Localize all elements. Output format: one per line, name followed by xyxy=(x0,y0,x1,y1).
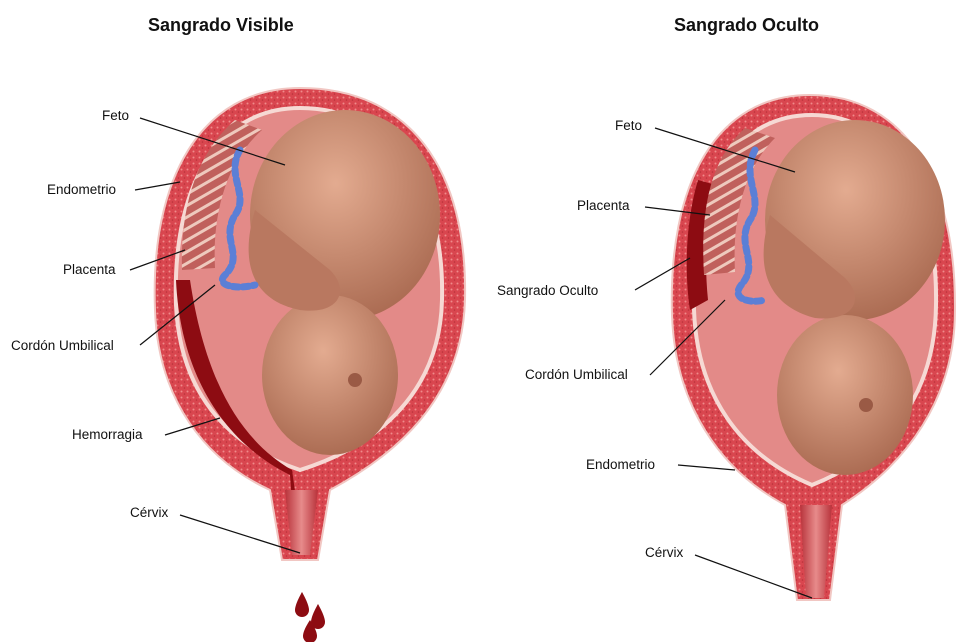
blood-drop xyxy=(295,592,309,617)
right-uterus xyxy=(672,95,955,600)
leader-line xyxy=(678,465,735,470)
label-feto-left: Feto xyxy=(102,108,129,124)
left-uterus xyxy=(155,88,465,642)
label-cordon-left: Cordón Umbilical xyxy=(11,338,114,354)
label-cervix-left: Cérvix xyxy=(130,505,168,521)
label-placenta-right: Placenta xyxy=(577,198,630,214)
label-sangrado-oculto-right: Sangrado Oculto xyxy=(497,283,598,299)
label-cervix-right: Cérvix xyxy=(645,545,683,561)
label-feto-right: Feto xyxy=(615,118,642,134)
label-cordon-right: Cordón Umbilical xyxy=(525,367,628,383)
label-endometrio-right: Endometrio xyxy=(586,457,655,473)
label-hemorragia-left: Hemorragia xyxy=(72,427,143,443)
label-placenta-left: Placenta xyxy=(63,262,116,278)
label-endometrio-left: Endometrio xyxy=(47,182,116,198)
right-title: Sangrado Oculto xyxy=(674,15,819,36)
left-title: Sangrado Visible xyxy=(148,15,294,36)
